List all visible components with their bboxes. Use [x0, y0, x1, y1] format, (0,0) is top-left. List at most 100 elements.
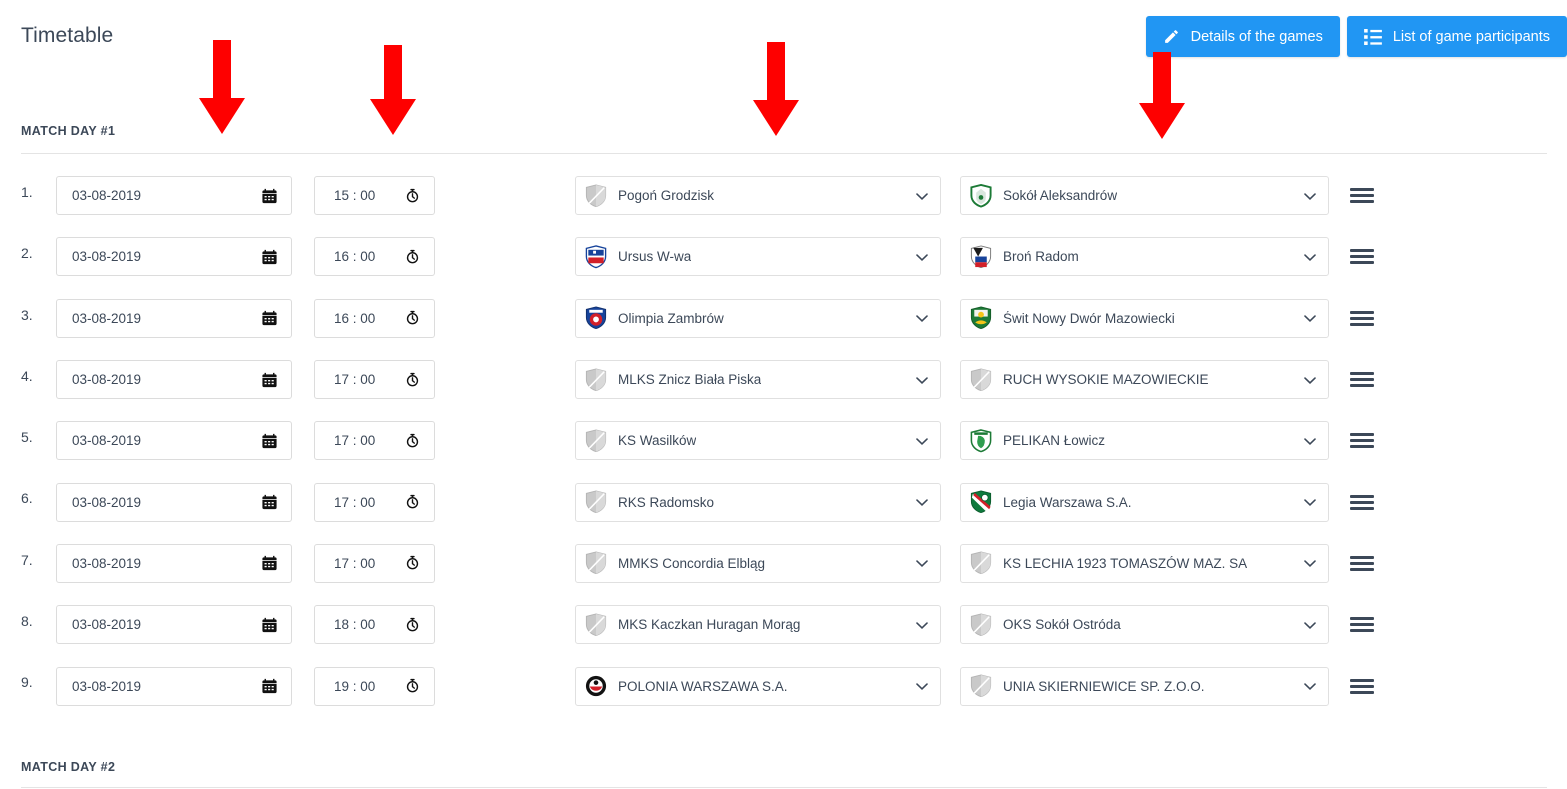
calendar-icon[interactable] [261, 432, 278, 449]
chevron-down-icon[interactable] [1304, 495, 1316, 510]
calendar-icon[interactable] [261, 678, 278, 695]
clock-icon[interactable] [404, 371, 421, 388]
match-time-input[interactable]: 17 : 00 [314, 360, 435, 400]
row-index: 2. [21, 245, 33, 262]
home-team-select[interactable]: MMKS Concordia Elbląg [575, 543, 941, 583]
calendar-icon[interactable] [261, 187, 278, 204]
drag-handle-icon[interactable] [1350, 184, 1374, 208]
drag-handle-icon[interactable] [1350, 429, 1374, 453]
chevron-down-icon[interactable] [1304, 433, 1316, 448]
clock-icon[interactable] [404, 310, 421, 327]
away-team-label: RUCH WYSOKIE MAZOWIECKIE [1003, 372, 1209, 388]
chevron-down-icon[interactable] [916, 617, 928, 632]
match-date-input[interactable]: 03-08-2019 [56, 605, 292, 645]
match-date-value: 03-08-2019 [72, 188, 142, 204]
clock-icon[interactable] [404, 555, 421, 572]
match-time-input[interactable]: 18 : 00 [314, 605, 435, 645]
home-team-select[interactable]: MKS Kaczkan Huragan Morąg [575, 605, 941, 645]
chevron-down-icon[interactable] [1304, 188, 1316, 203]
drag-handle-icon[interactable] [1350, 306, 1374, 330]
home-team-select[interactable]: POLONIA WARSZAWA S.A. [575, 666, 941, 706]
drag-handle-icon[interactable] [1350, 551, 1374, 575]
match-date-input[interactable]: 03-08-2019 [56, 666, 292, 706]
calendar-icon[interactable] [261, 310, 278, 327]
calendar-icon[interactable] [261, 494, 278, 511]
match-time-input[interactable]: 17 : 00 [314, 421, 435, 461]
chevron-down-icon[interactable] [916, 495, 928, 510]
away-team-select[interactable]: UNIA SKIERNIEWICE SP. Z.O.O. [960, 666, 1329, 706]
clock-icon[interactable] [404, 187, 421, 204]
calendar-icon[interactable] [261, 616, 278, 633]
match-date-input[interactable]: 03-08-2019 [56, 237, 292, 277]
away-team-select[interactable]: PELIKAN Łowicz [960, 421, 1329, 461]
away-team-select[interactable]: KS LECHIA 1923 TOMASZÓW MAZ. SA [960, 543, 1329, 583]
away-team-select[interactable]: Legia Warszawa S.A. [960, 482, 1329, 522]
match-time-input[interactable]: 17 : 00 [314, 543, 435, 583]
away-team-select[interactable]: Świt Nowy Dwór Mazowiecki [960, 298, 1329, 338]
home-team-label: KS Wasilków [618, 433, 697, 449]
clock-icon[interactable] [404, 248, 421, 265]
match-time-input[interactable]: 19 : 00 [314, 666, 435, 706]
clock-icon[interactable] [404, 678, 421, 695]
chevron-down-icon[interactable] [916, 249, 928, 264]
chevron-down-icon[interactable] [916, 372, 928, 387]
match-time-input[interactable]: 15 : 00 [314, 176, 435, 216]
match-day-2-divider [21, 787, 1547, 788]
match-date-input[interactable]: 03-08-2019 [56, 421, 292, 461]
home-team-select[interactable]: KS Wasilków [575, 421, 941, 461]
drag-handle-icon[interactable] [1350, 490, 1374, 514]
away-team-select[interactable]: RUCH WYSOKIE MAZOWIECKIE [960, 360, 1329, 400]
match-date-input[interactable]: 03-08-2019 [56, 482, 292, 522]
match-date-input[interactable]: 03-08-2019 [56, 176, 292, 216]
chevron-down-icon[interactable] [916, 679, 928, 694]
home-team-select[interactable]: RKS Radomsko [575, 482, 941, 522]
chevron-down-icon[interactable] [916, 433, 928, 448]
chevron-down-icon[interactable] [1304, 311, 1316, 326]
chevron-down-icon[interactable] [1304, 679, 1316, 694]
drag-handle-icon[interactable] [1350, 613, 1374, 637]
chevron-down-icon[interactable] [1304, 617, 1316, 632]
away-team-select[interactable]: Broń Radom [960, 237, 1329, 277]
calendar-icon[interactable] [261, 555, 278, 572]
clock-icon[interactable] [404, 494, 421, 511]
match-time-input[interactable]: 16 : 00 [314, 237, 435, 277]
home-team-label: RKS Radomsko [618, 494, 715, 510]
drag-handle-icon[interactable] [1350, 368, 1374, 392]
away-team-select[interactable]: Sokół Aleksandrów [960, 176, 1329, 216]
drag-handle-icon[interactable] [1350, 674, 1374, 698]
home-team-select[interactable]: Pogoń Grodzisk [575, 176, 941, 216]
chevron-down-icon[interactable] [1304, 556, 1316, 571]
match-time-input[interactable]: 17 : 00 [314, 482, 435, 522]
row-index: 4. [21, 367, 33, 384]
match-date-input[interactable]: 03-08-2019 [56, 298, 292, 338]
match-time-input[interactable]: 16 : 00 [314, 298, 435, 338]
calendar-icon[interactable] [261, 248, 278, 265]
clock-icon[interactable] [404, 432, 421, 449]
list-of-game-participants-button[interactable]: List of game participants [1346, 16, 1567, 57]
match-date-input[interactable]: 03-08-2019 [56, 360, 292, 400]
details-of-the-games-button[interactable]: Details of the games [1145, 16, 1340, 57]
home-team-crest-icon [585, 184, 607, 208]
home-team-select[interactable]: Olimpia Zambrów [575, 298, 941, 338]
home-team-label: MMKS Concordia Elbląg [618, 555, 766, 571]
clock-icon[interactable] [404, 616, 421, 633]
match-date-value: 03-08-2019 [72, 678, 142, 694]
home-team-select[interactable]: MLKS Znicz Biała Piska [575, 360, 941, 400]
drag-handle-icon[interactable] [1350, 245, 1374, 269]
chevron-down-icon[interactable] [916, 311, 928, 326]
chevron-down-icon[interactable] [1304, 372, 1316, 387]
chevron-down-icon[interactable] [916, 556, 928, 571]
away-team-label: Legia Warszawa S.A. [1003, 494, 1132, 510]
home-team-label: Ursus W-wa [618, 249, 692, 265]
away-team-select[interactable]: OKS Sokół Ostróda [960, 605, 1329, 645]
match-date-input[interactable]: 03-08-2019 [56, 543, 292, 583]
match-time-value: 17 : 00 [334, 433, 376, 449]
home-team-select[interactable]: Ursus W-wa [575, 237, 941, 277]
calendar-icon[interactable] [261, 371, 278, 388]
away-team-crest-icon [970, 674, 992, 698]
chevron-down-icon[interactable] [1304, 249, 1316, 264]
match-date-value: 03-08-2019 [72, 494, 142, 510]
chevron-down-icon[interactable] [916, 188, 928, 203]
